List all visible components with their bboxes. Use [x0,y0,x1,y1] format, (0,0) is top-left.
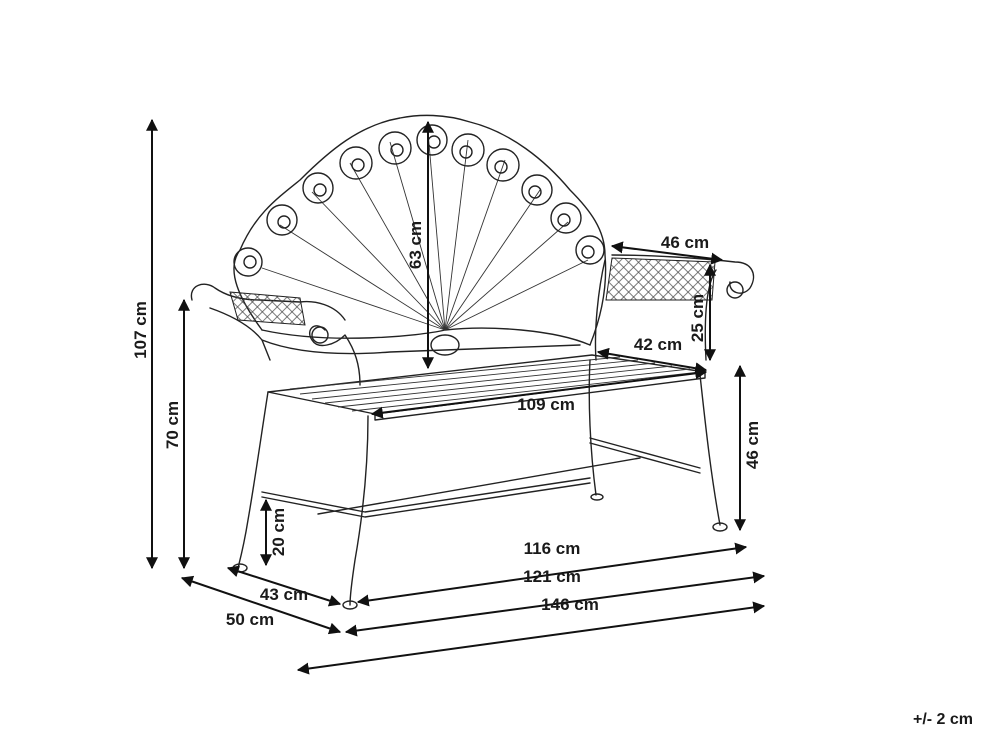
label-leg-depth: 43 cm [260,585,308,604]
label-inner-leg-width: 116 cm [524,539,581,558]
label-back-height: 63 cm [406,221,425,269]
feather-rays [261,131,589,331]
dimension-lines [146,118,766,675]
label-armrest-length: 46 cm [661,233,709,252]
dim-line-leg-depth [226,565,342,607]
feather-scrolls [233,124,605,277]
label-total-width: 146 cm [541,595,599,614]
dim-line-seat-depth [596,347,708,375]
label-armrest-depth: 25 cm [688,294,707,342]
dimension-labels: 107 cm 70 cm 63 cm 46 cm 25 cm 42 cm 109… [131,221,762,629]
label-total-height: 107 cm [131,301,150,359]
dim-line-seat-width [370,367,708,419]
tolerance-note: +/- 2 cm [912,711,973,728]
label-seat-depth: 42 cm [634,335,682,354]
stretchers [261,437,701,518]
label-stretcher-height: 20 cm [269,508,288,556]
label-seat-width: 109 cm [517,395,575,414]
seat [267,354,706,421]
label-outer-leg-width: 121 cm [523,567,581,586]
label-armrest-height: 70 cm [163,401,182,449]
left-armrest [190,283,361,386]
dim-line-armrest-length [610,241,724,265]
label-seat-height: 46 cm [743,421,762,469]
dim-line-total-width [296,601,766,675]
legs [232,359,728,610]
label-total-depth: 50 cm [226,610,274,629]
